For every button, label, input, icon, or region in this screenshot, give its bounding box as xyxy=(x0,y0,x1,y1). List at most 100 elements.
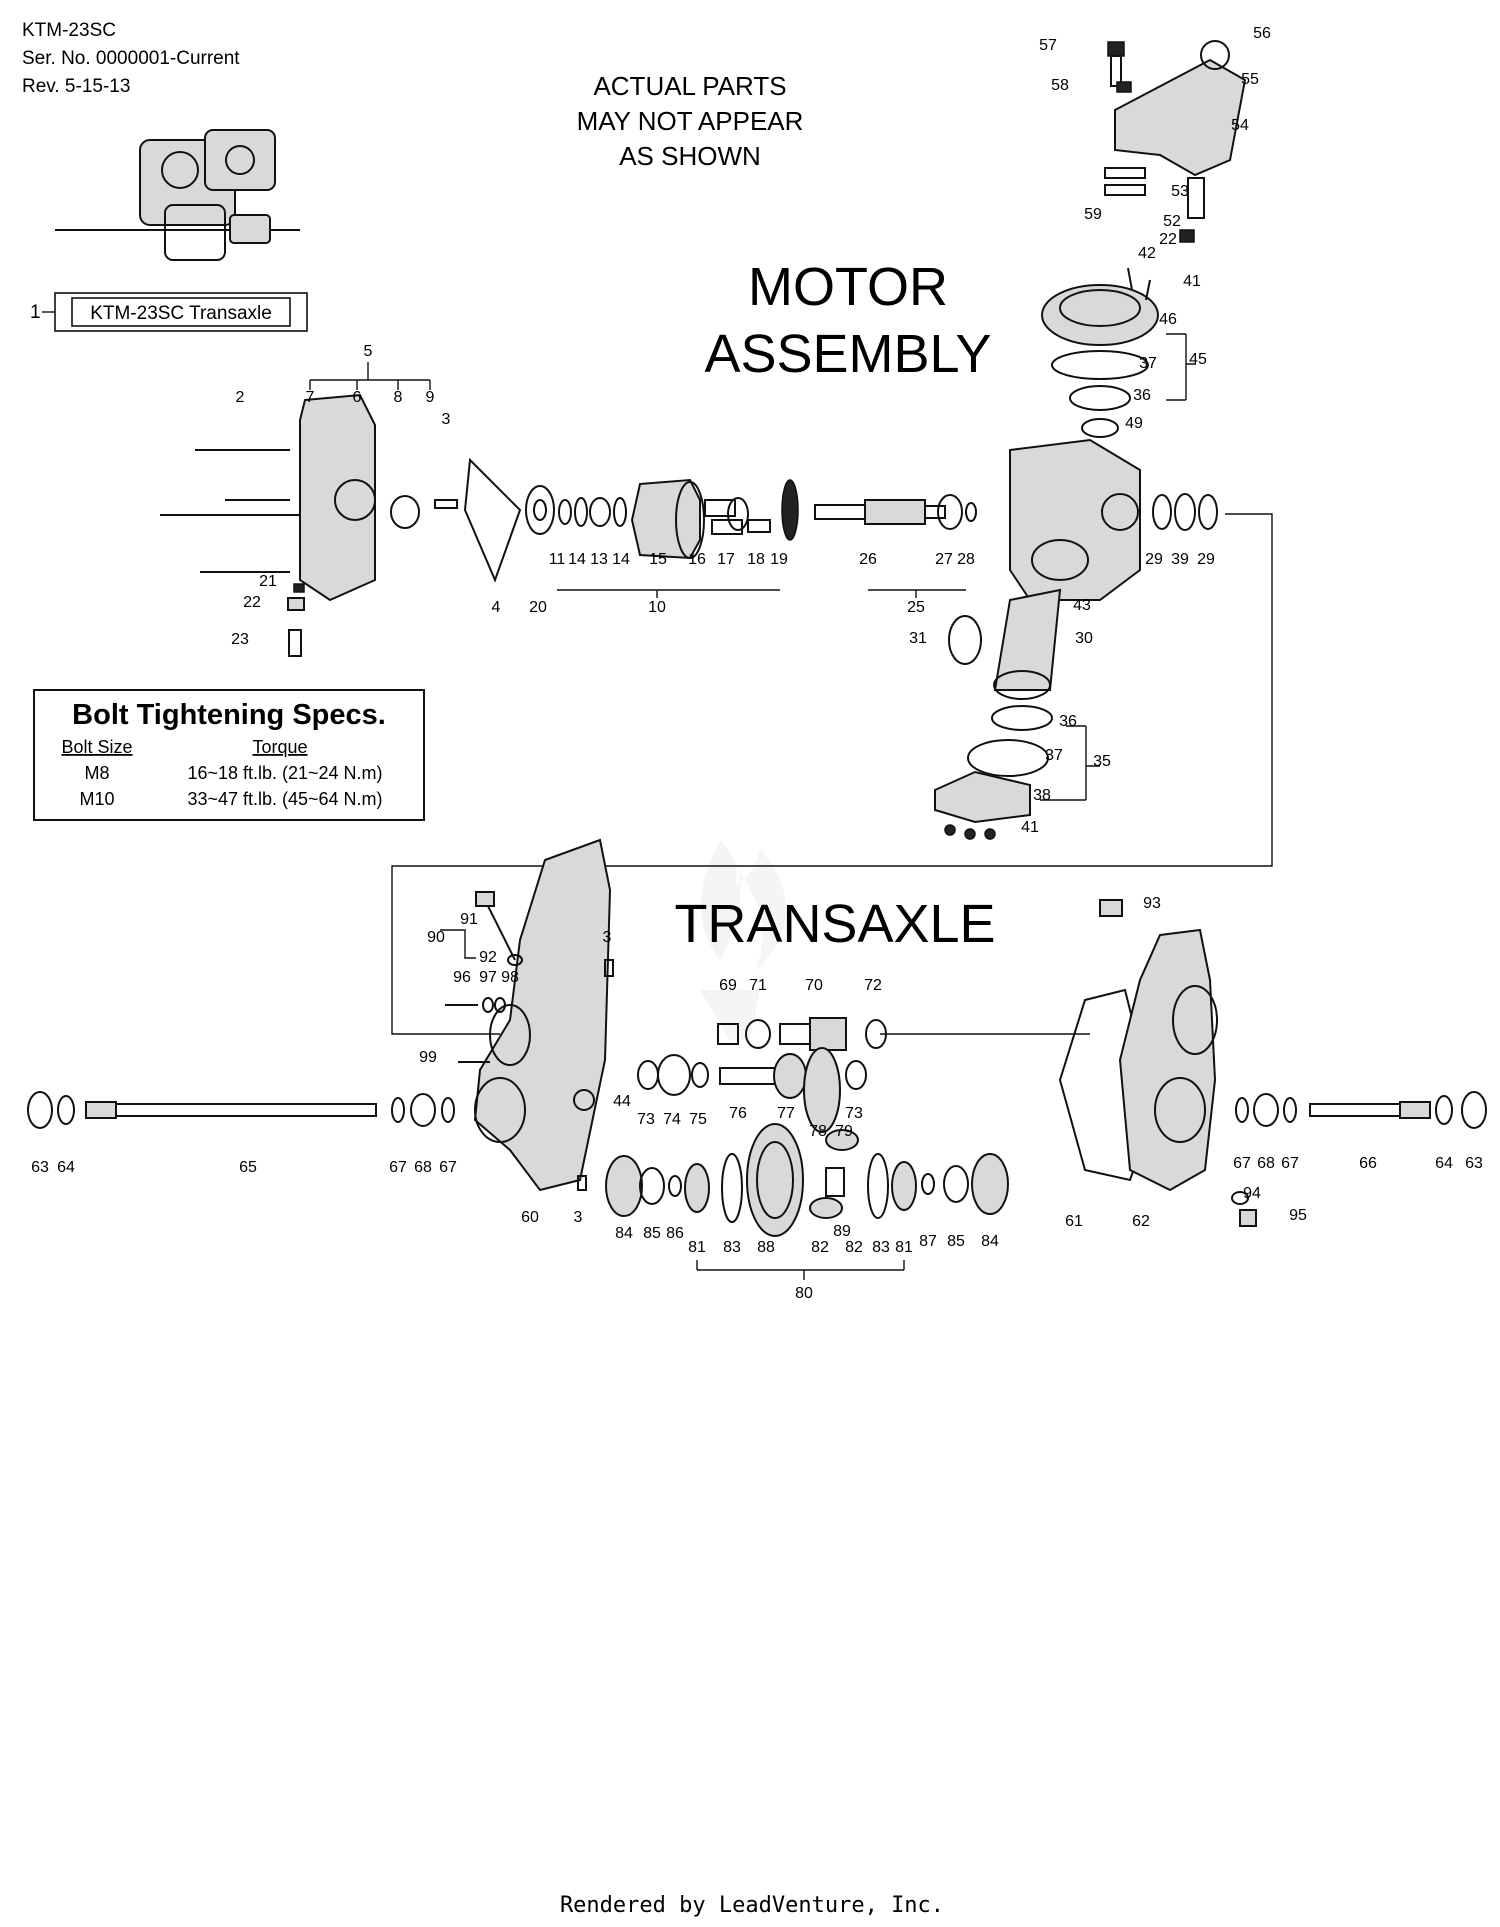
callout-c83a: 83 xyxy=(723,1239,741,1256)
callout-c3c: 3 xyxy=(574,1209,583,1226)
callout-c61: 61 xyxy=(1065,1213,1083,1230)
callout-c22a: 22 xyxy=(1159,231,1177,248)
motor-title-line-1: MOTOR xyxy=(748,257,948,317)
callout-c78: 78 xyxy=(809,1123,827,1140)
callout-c67a: 67 xyxy=(389,1159,407,1176)
callout-c76: 76 xyxy=(729,1105,747,1122)
render-credit: Rendered by LeadVenture, Inc. xyxy=(560,1893,944,1918)
callout-c18: 18 xyxy=(747,551,765,568)
callout-c80: 80 xyxy=(795,1285,813,1302)
callout-c22b: 22 xyxy=(243,594,261,611)
callout-c56: 56 xyxy=(1253,25,1271,42)
assembly-name: KTM-23SC Transaxle xyxy=(90,303,272,324)
callout-c46: 46 xyxy=(1159,311,1177,328)
callout-c97: 97 xyxy=(479,969,497,986)
callout-c77: 77 xyxy=(777,1105,795,1122)
callout-c83b: 83 xyxy=(872,1239,890,1256)
motor-title-line-2: ASSEMBLY xyxy=(704,324,991,384)
callout-c67c: 67 xyxy=(1233,1155,1251,1172)
callout-c21: 21 xyxy=(259,573,277,590)
callout-c59: 59 xyxy=(1084,206,1102,223)
callout-c10: 10 xyxy=(648,599,666,616)
callout-c96: 96 xyxy=(453,969,471,986)
callout-c75: 75 xyxy=(689,1111,707,1128)
callout-c9: 9 xyxy=(426,389,435,406)
callout-c63b: 63 xyxy=(1465,1155,1483,1172)
callout-c36b: 36 xyxy=(1059,713,1077,730)
callout-c30: 30 xyxy=(1075,630,1093,647)
callout-c14a: 14 xyxy=(568,551,586,568)
callout-c36a: 36 xyxy=(1133,387,1151,404)
callout-c92: 92 xyxy=(479,949,497,966)
callout-c27: 27 xyxy=(935,551,953,568)
callout-c86: 86 xyxy=(666,1225,684,1242)
transaxle-parts xyxy=(27,838,1487,1237)
callout-c20: 20 xyxy=(529,599,547,616)
callout-c37a: 37 xyxy=(1139,355,1157,372)
callout-c11: 11 xyxy=(549,551,566,568)
callout-c8: 8 xyxy=(394,389,403,406)
callout-c13: 13 xyxy=(590,551,608,568)
assembly-label: 1 KTM-23SC Transaxle xyxy=(30,292,308,332)
callout-c63a: 63 xyxy=(31,1159,49,1176)
callout-c17: 17 xyxy=(717,551,735,568)
callout-c54: 54 xyxy=(1231,117,1249,134)
bolt-specs-table: Bolt Tightening Specs. Bolt Size Torque … xyxy=(33,689,425,821)
callout-c7: 7 xyxy=(306,389,315,406)
callout-c84b: 84 xyxy=(981,1233,999,1250)
callout-c69: 69 xyxy=(719,977,737,994)
callout-c95: 95 xyxy=(1289,1207,1307,1224)
bolt-size-header: Bolt Size xyxy=(61,737,132,757)
callout-c84a: 84 xyxy=(615,1225,633,1242)
model-number: KTM-23SC xyxy=(22,20,116,41)
callout-c85a: 85 xyxy=(643,1225,661,1242)
callout-c89: 89 xyxy=(833,1223,851,1240)
callout-c68a: 68 xyxy=(414,1159,432,1176)
callout-c41a: 41 xyxy=(1183,273,1201,290)
serial-range: Ser. No. 0000001-Current xyxy=(22,48,240,69)
group-brackets xyxy=(309,333,1196,1280)
callout-c67d: 67 xyxy=(1281,1155,1299,1172)
callout-c60: 60 xyxy=(521,1209,539,1226)
callout-c19: 19 xyxy=(770,551,788,568)
callout-c82a: 82 xyxy=(811,1239,829,1256)
callout-c67b: 67 xyxy=(439,1159,457,1176)
callout-c39: 39 xyxy=(1171,551,1189,568)
callout-c5: 5 xyxy=(364,343,373,360)
callout-c64b: 64 xyxy=(1435,1155,1453,1172)
motor-assembly-parts xyxy=(160,40,1247,840)
callout-c82b: 82 xyxy=(845,1239,863,1256)
callout-c14b: 14 xyxy=(612,551,630,568)
callout-c79: 79 xyxy=(835,1123,853,1140)
callout-c87: 87 xyxy=(919,1233,937,1250)
notice-line-2: MAY NOT APPEAR xyxy=(577,106,804,136)
torque-m8: 16~18 ft.lb. (21~24 N.m) xyxy=(187,763,382,783)
callout-c70: 70 xyxy=(805,977,823,994)
torque-header: Torque xyxy=(252,737,307,757)
callout-c41b: 41 xyxy=(1021,819,1039,836)
callout-c94: 94 xyxy=(1243,1185,1261,1202)
callout-c44: 44 xyxy=(613,1093,631,1110)
callout-c31: 31 xyxy=(909,630,927,647)
callout-c25: 25 xyxy=(907,599,925,616)
callout-c26: 26 xyxy=(859,551,877,568)
callout-c65: 65 xyxy=(239,1159,257,1176)
callout-c29b: 29 xyxy=(1197,551,1215,568)
callout-c91: 91 xyxy=(460,911,478,928)
callout-c42: 42 xyxy=(1138,245,1156,262)
callout-c45: 45 xyxy=(1189,351,1207,368)
callout-c88: 88 xyxy=(757,1239,775,1256)
callout-c38: 38 xyxy=(1033,787,1051,804)
bolt-specs-title: Bolt Tightening Specs. xyxy=(72,699,386,731)
callout-c28: 28 xyxy=(957,551,975,568)
bolt-size-m8: M8 xyxy=(84,763,109,783)
callout-c85b: 85 xyxy=(947,1233,965,1250)
callout-c35: 35 xyxy=(1093,753,1111,770)
assembly-number: 1 xyxy=(30,302,41,323)
callout-c15: 15 xyxy=(649,551,667,568)
callout-c93: 93 xyxy=(1143,895,1161,912)
callout-c73b: 73 xyxy=(845,1105,863,1122)
callout-c55: 55 xyxy=(1241,71,1259,88)
notice-line-3: AS SHOWN xyxy=(619,141,761,171)
